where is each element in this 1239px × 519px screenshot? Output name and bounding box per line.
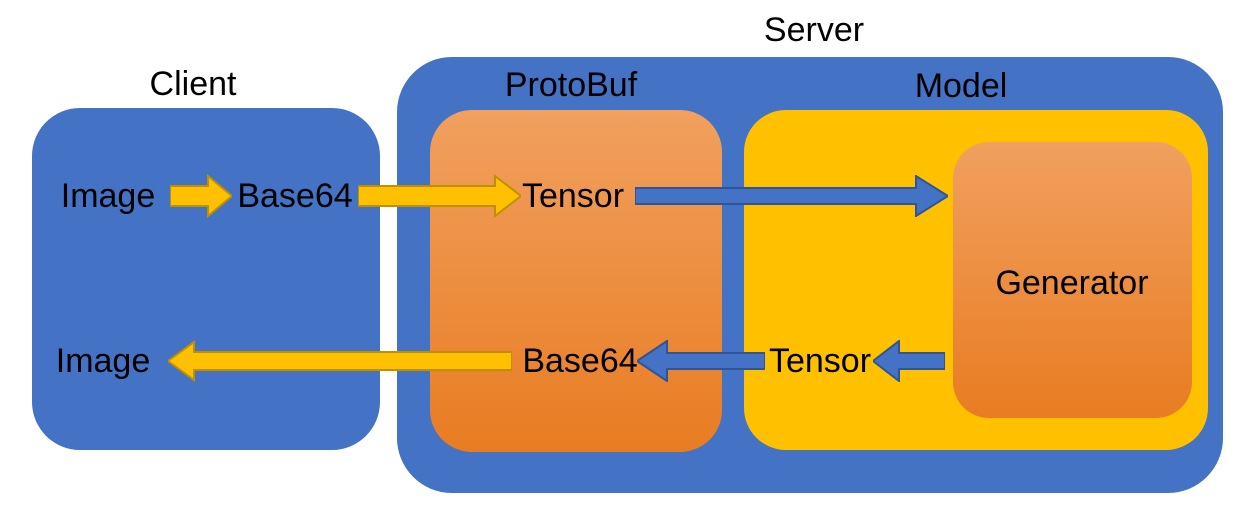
generator-title: Generator [995, 264, 1149, 302]
generator-box [953, 142, 1192, 418]
arrow-generator-to-tensor [873, 340, 945, 382]
protobuf-box [430, 110, 722, 452]
client-image-in-label: Image [60, 177, 156, 215]
client-box [32, 108, 380, 450]
arrow-image-to-base64 [170, 174, 232, 218]
protobuf-base64-out-label: Base64 [522, 342, 638, 380]
arrow-base64-to-tensor [358, 174, 521, 218]
client-image-out-label: Image [55, 342, 151, 380]
arrow-tensor-to-base64 [637, 340, 765, 382]
client-base64-in-label: Base64 [237, 177, 353, 215]
model-tensor-out-label: Tensor [768, 342, 872, 380]
model-title: Model [914, 67, 1008, 105]
arrow-base64-to-image [168, 340, 512, 382]
client-title: Client [149, 65, 237, 103]
server-title: Server [763, 11, 865, 49]
model-box [744, 110, 1208, 450]
server-box [397, 57, 1223, 493]
protobuf-title: ProtoBuf [504, 66, 638, 104]
protobuf-tensor-in-label: Tensor [521, 177, 625, 215]
arrow-tensor-to-generator [635, 175, 948, 217]
